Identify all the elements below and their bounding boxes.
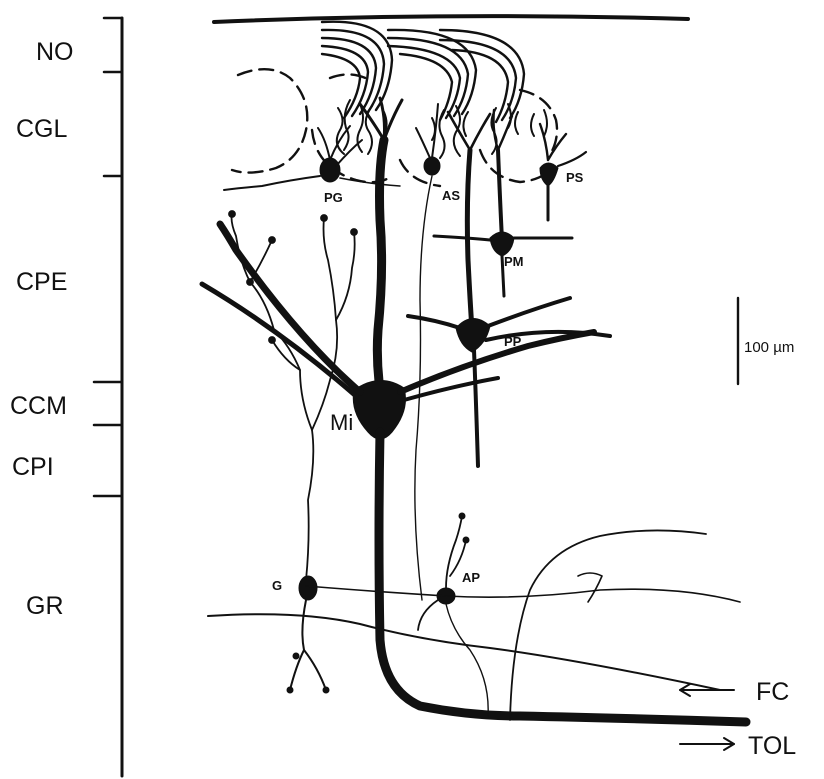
primary-dendrites: [360, 98, 512, 390]
cell-label-ap: AP: [462, 570, 480, 585]
fc-arrow: [680, 684, 734, 696]
surface-line: [214, 16, 688, 22]
pm-cell: [434, 232, 572, 296]
scale-bar: 100 µm: [738, 298, 794, 384]
olfactory-nerve-fibers: [322, 22, 524, 122]
layer-label-ccm: CCM: [10, 392, 67, 420]
fiber-label-fc: FC: [756, 678, 789, 706]
layer-label-cpi: CPI: [12, 453, 54, 481]
cell-label-pg: PG: [324, 190, 343, 205]
pp-cell: [408, 298, 610, 466]
mitral-cell: [202, 224, 746, 722]
cell-label-ps: PS: [566, 170, 584, 185]
layer-label-cpe: CPE: [16, 268, 67, 296]
layer-label-gr: GR: [26, 592, 64, 620]
fiber-label-tol: TOL: [748, 732, 796, 760]
scale-bar-label: 100 µm: [744, 339, 794, 356]
layer-label-no: NO: [36, 38, 74, 66]
cell-label-pm: PM: [504, 254, 524, 269]
cell-label-as: AS: [442, 188, 460, 203]
cell-label-g: G: [272, 578, 282, 593]
g-cell: [287, 576, 329, 693]
layer-axis: [94, 18, 122, 776]
layer-label-cgl: CGL: [16, 115, 68, 143]
tol-arrow: [680, 738, 734, 750]
cell-label-mi: Mi: [330, 410, 353, 435]
